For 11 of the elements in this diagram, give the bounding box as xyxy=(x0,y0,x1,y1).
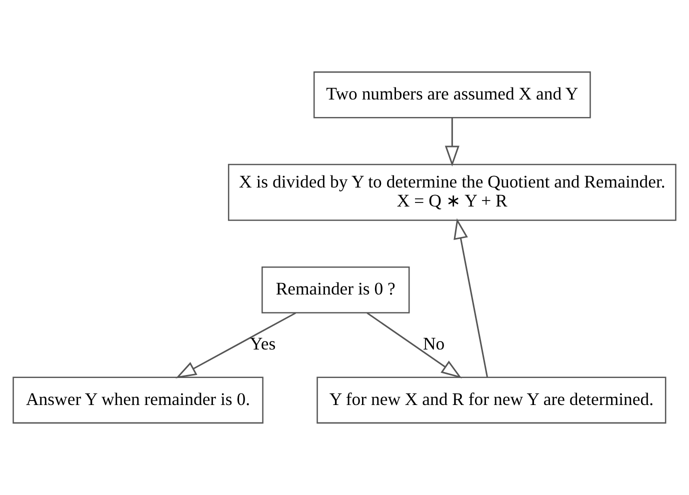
arrow xyxy=(176,312,296,378)
edge-label: Yes xyxy=(250,334,276,354)
edge-label: No xyxy=(422,334,445,354)
node-box: Remainder is 0 ? xyxy=(262,266,410,314)
node-box: Y for new X and R for new Y are determined. xyxy=(316,376,666,424)
arrow xyxy=(444,118,460,167)
node-box: Answer Y when remainder is 0. xyxy=(12,376,264,424)
node-box: Two numbers are assumed X and Y xyxy=(313,71,591,118)
node-box: X is divided by Y to determine the Quotient and Remainder. X = Q ∗ Y + R xyxy=(228,164,676,221)
arrow xyxy=(366,312,462,378)
arrow xyxy=(454,218,488,378)
